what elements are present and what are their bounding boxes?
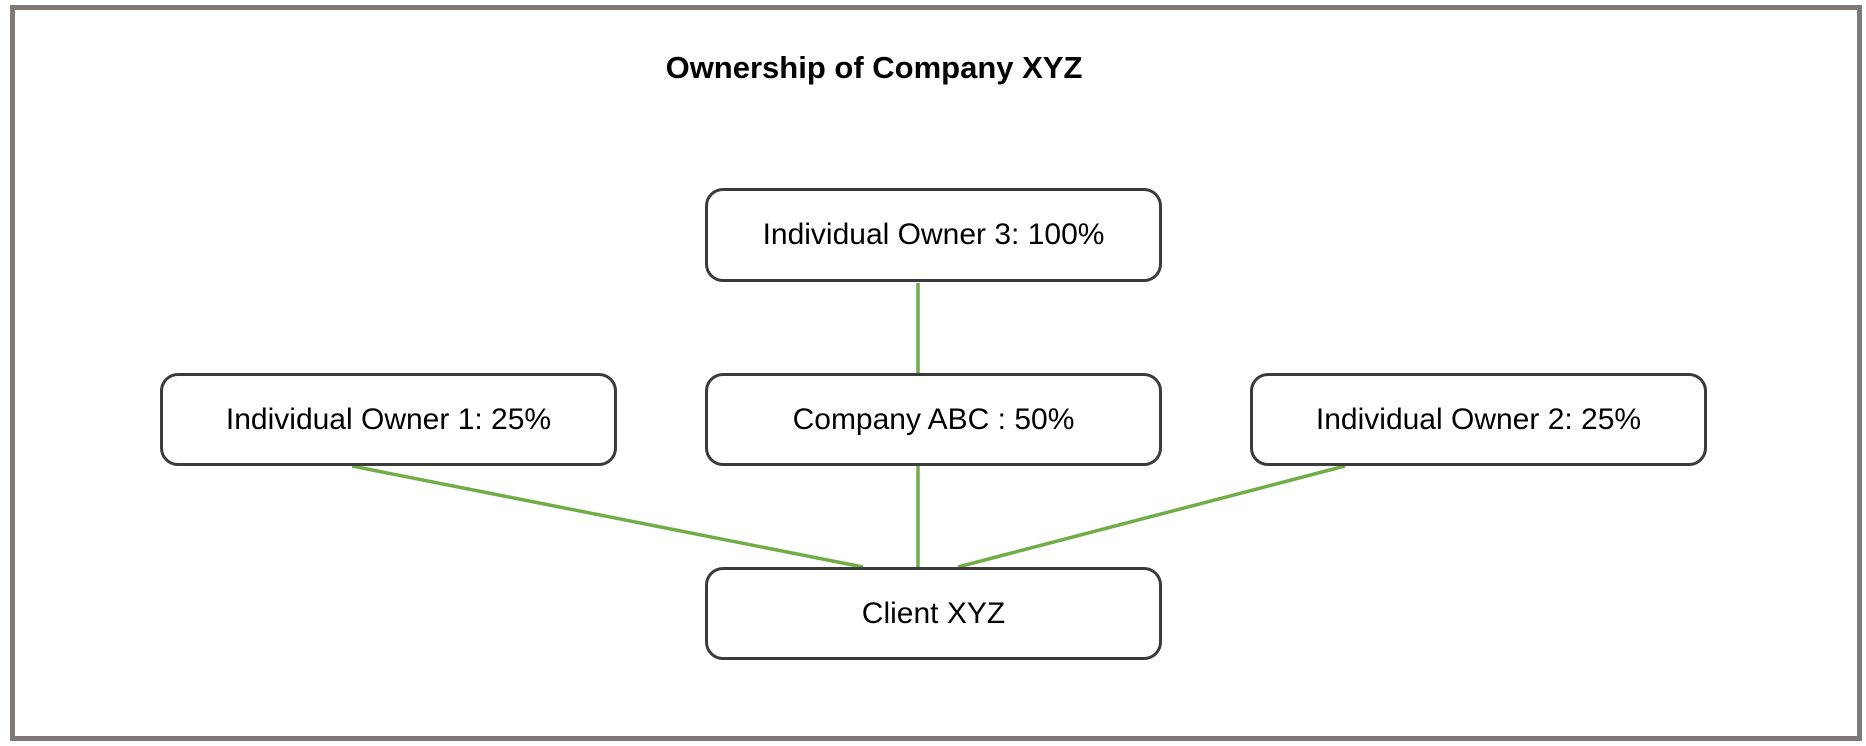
node-label: Client XYZ bbox=[861, 596, 1006, 630]
node-client-xyz: Client XYZ bbox=[705, 567, 1162, 660]
node-individual-owner-1: Individual Owner 1: 25% bbox=[160, 373, 617, 466]
node-individual-owner-2: Individual Owner 2: 25% bbox=[1250, 373, 1707, 466]
node-label: Individual Owner 1: 25% bbox=[225, 402, 552, 436]
diagram-frame bbox=[10, 5, 1862, 741]
node-label: Individual Owner 2: 25% bbox=[1315, 402, 1642, 436]
diagram-title: Ownership of Company XYZ bbox=[665, 50, 1083, 85]
node-label: Individual Owner 3: 100% bbox=[762, 218, 1105, 251]
node-label: Company ABC : 50% bbox=[792, 402, 1075, 436]
node-individual-owner-3: Individual Owner 3: 100% bbox=[705, 188, 1162, 282]
node-company-abc: Company ABC : 50% bbox=[705, 373, 1162, 466]
